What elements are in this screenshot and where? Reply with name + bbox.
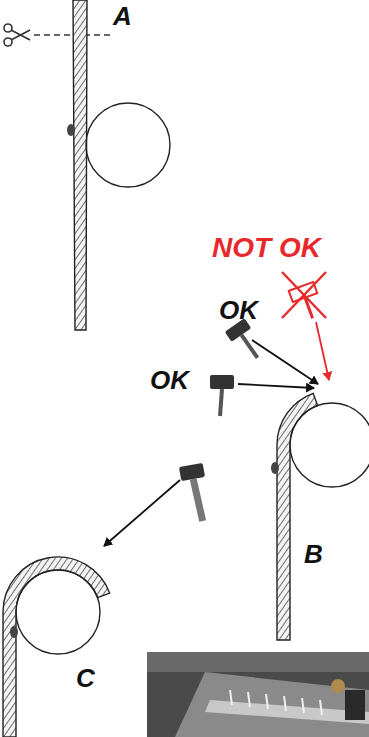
- step-label: NOT OK: [212, 233, 321, 264]
- arrow: [104, 480, 180, 546]
- scissors-icon: [4, 24, 30, 46]
- strip-bent-full: [3, 557, 110, 737]
- strip-straight: [73, 0, 87, 330]
- mandrel-circle: [16, 570, 100, 654]
- arrow: [252, 340, 318, 384]
- strip-bent-partial: [277, 393, 318, 640]
- step-label: A: [113, 2, 132, 31]
- photo-inset: [147, 652, 369, 737]
- step-label: C: [76, 664, 95, 693]
- weld-blob: [10, 626, 18, 638]
- arrow: [238, 384, 314, 388]
- crossed-hammer: [289, 282, 325, 323]
- hammer-icon: [210, 375, 234, 416]
- step-label: OK: [150, 366, 189, 395]
- mandrel-circle: [290, 403, 369, 487]
- mandrel-circle: [86, 103, 170, 187]
- step-label: B: [304, 540, 323, 569]
- cross-line: [282, 272, 326, 318]
- step-label: OK: [219, 296, 258, 325]
- weld-blob: [67, 124, 75, 136]
- red-arrow: [316, 322, 329, 380]
- cross-line: [282, 272, 326, 318]
- weld-blob: [271, 462, 279, 474]
- hammer-icon: [179, 463, 213, 523]
- hammer-icon: [225, 318, 268, 365]
